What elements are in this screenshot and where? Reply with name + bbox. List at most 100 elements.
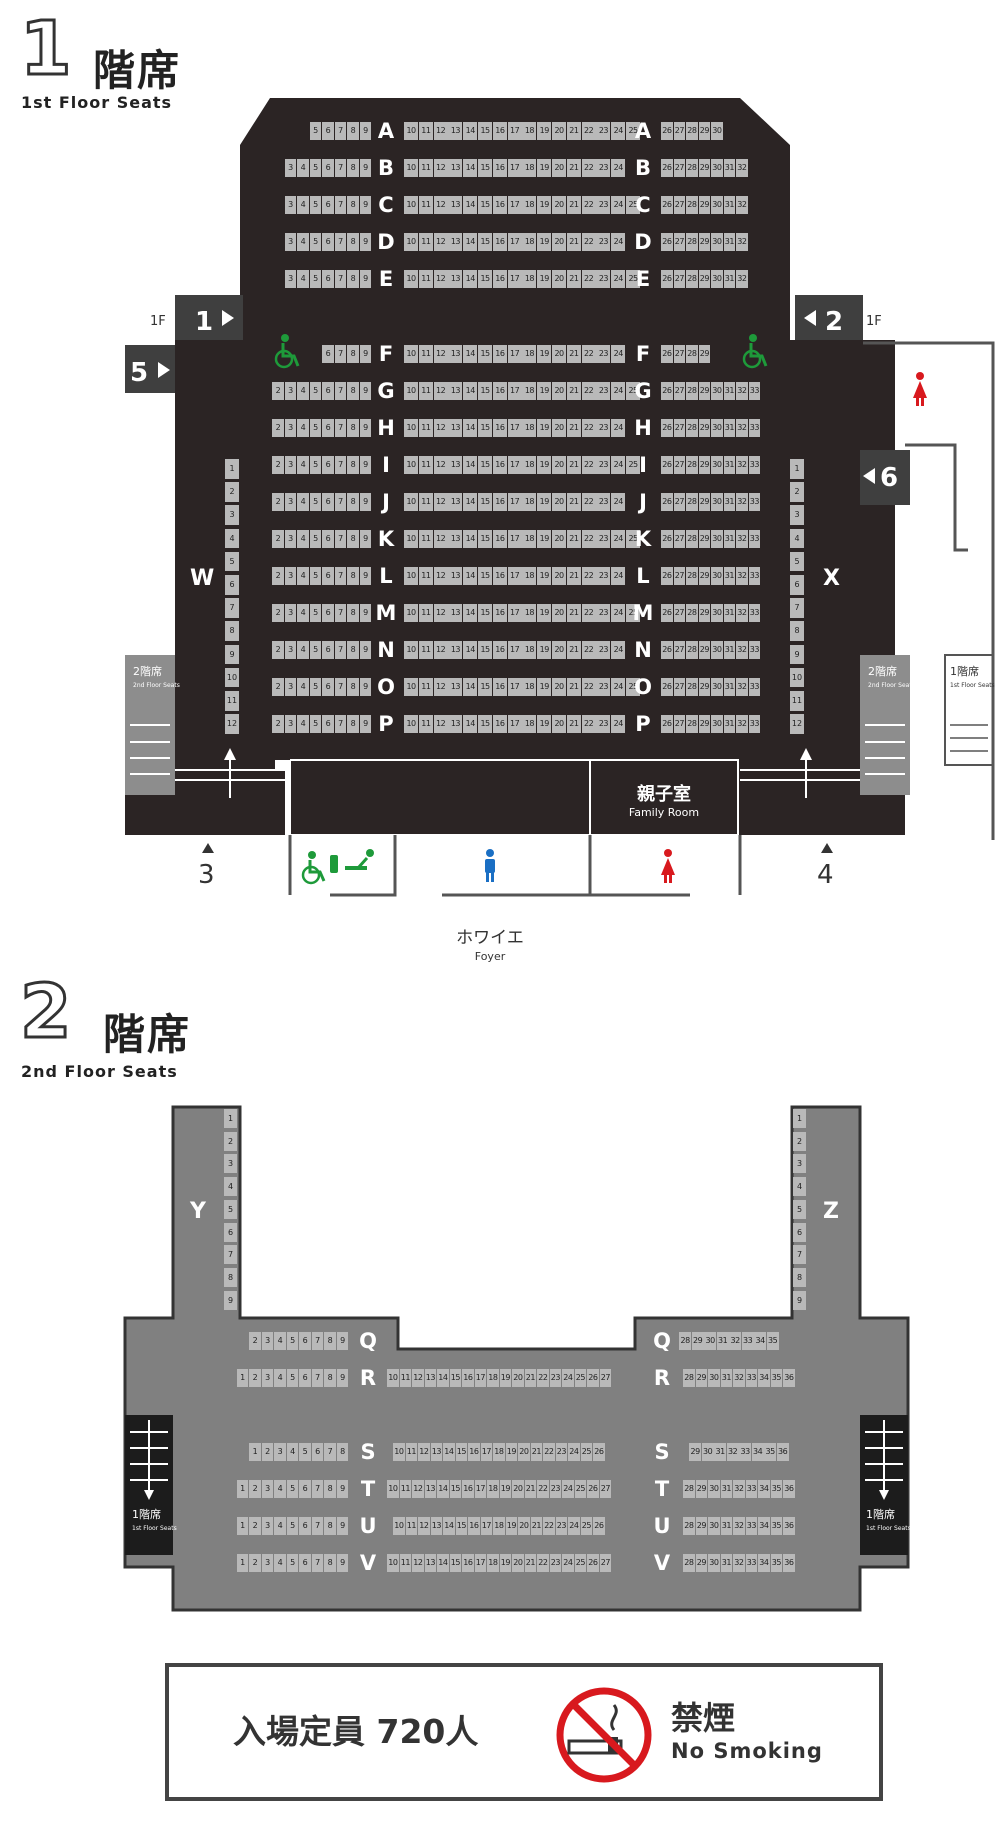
seat[interactable]: 26 (587, 1554, 599, 1572)
seat[interactable]: 27 (673, 122, 686, 140)
seat[interactable]: 6 (790, 575, 804, 595)
seat[interactable]: 25 (626, 678, 641, 696)
seat[interactable]: 3 (261, 1480, 274, 1498)
seat[interactable]: 10 (404, 196, 419, 214)
seat[interactable]: 32 (736, 382, 748, 400)
seat[interactable]: 9 (359, 159, 372, 177)
seat[interactable]: 12 (433, 493, 448, 511)
seat[interactable]: 32 (736, 641, 748, 659)
seat[interactable]: 14 (437, 1480, 449, 1498)
seat[interactable]: 11 (418, 233, 433, 251)
seat[interactable]: 23 (596, 678, 611, 696)
seat[interactable]: 14 (463, 493, 478, 511)
seat[interactable]: 33 (745, 1554, 758, 1572)
seat[interactable]: 22 (581, 678, 596, 696)
seat[interactable]: 26 (593, 1443, 605, 1461)
seat[interactable]: 12 (433, 382, 448, 400)
seat[interactable]: 29 (698, 270, 711, 288)
seat[interactable]: 2 (249, 1554, 261, 1572)
seat[interactable]: 16 (492, 233, 507, 251)
seat[interactable]: 6 (225, 575, 239, 595)
seat[interactable]: 7 (334, 715, 347, 733)
seat[interactable]: 26 (661, 196, 673, 214)
seat[interactable]: 4 (297, 456, 309, 474)
seat[interactable]: 2 (249, 1369, 261, 1387)
seat[interactable]: 5 (286, 1517, 299, 1535)
seat[interactable]: 22 (581, 233, 596, 251)
seat[interactable]: 19 (537, 456, 552, 474)
seat[interactable]: 9 (359, 456, 372, 474)
seat[interactable]: 3 (790, 505, 804, 525)
seat[interactable]: 27 (599, 1554, 612, 1572)
seat[interactable]: 27 (673, 270, 686, 288)
seat[interactable]: 4 (274, 1369, 286, 1387)
seat[interactable]: 7 (334, 382, 347, 400)
seat[interactable]: 7 (334, 567, 347, 585)
seat[interactable]: 21 (566, 233, 581, 251)
seat[interactable]: 23 (555, 1517, 568, 1535)
seat[interactable]: 23 (555, 1443, 568, 1461)
seat[interactable]: 23 (596, 270, 611, 288)
seat[interactable]: 24 (568, 1517, 580, 1535)
seat[interactable]: 34 (751, 1443, 764, 1461)
seat[interactable]: 30 (708, 1369, 720, 1387)
seat[interactable]: 11 (418, 419, 433, 437)
seat[interactable]: 16 (462, 1369, 474, 1387)
seat[interactable]: 5 (286, 1332, 299, 1350)
seat[interactable]: 31 (720, 1554, 733, 1572)
seat[interactable]: 22 (581, 604, 596, 622)
seat[interactable]: 25 (580, 1517, 593, 1535)
seat[interactable]: 6 (322, 456, 334, 474)
seat[interactable]: 23 (596, 641, 611, 659)
seat[interactable]: 7 (793, 1245, 806, 1265)
seat[interactable]: 18 (522, 382, 537, 400)
seat[interactable]: 15 (478, 641, 493, 659)
seat[interactable]: 5 (225, 551, 239, 572)
seat[interactable]: 3 (284, 382, 297, 400)
seat[interactable]: 29 (689, 1443, 702, 1461)
seat[interactable]: 33 (748, 641, 761, 659)
seat[interactable]: 14 (463, 567, 478, 585)
seat[interactable]: 31 (723, 493, 736, 511)
seat[interactable]: 30 (711, 641, 723, 659)
seat[interactable]: 5 (309, 641, 322, 659)
seat[interactable]: 32 (729, 1332, 742, 1350)
seat[interactable]: 31 (714, 1443, 727, 1461)
seat[interactable]: 3 (261, 1332, 274, 1350)
seat[interactable]: 18 (522, 456, 537, 474)
seat[interactable]: 17 (507, 122, 522, 140)
seat[interactable]: 10 (404, 122, 419, 140)
seat[interactable]: 27 (599, 1369, 612, 1387)
seat[interactable]: 16 (462, 1554, 474, 1572)
seat[interactable]: 32 (736, 678, 748, 696)
seat[interactable]: 29 (698, 159, 711, 177)
seat[interactable]: 17 (507, 567, 522, 585)
seat[interactable]: 18 (522, 122, 537, 140)
seat[interactable]: 7 (311, 1517, 324, 1535)
seat[interactable]: 29 (698, 678, 711, 696)
seat[interactable]: 21 (566, 419, 581, 437)
seat[interactable]: 16 (492, 159, 507, 177)
seat[interactable]: 19 (537, 122, 552, 140)
seat[interactable]: 20 (552, 641, 567, 659)
seat[interactable]: 17 (507, 270, 522, 288)
seat[interactable]: 13 (430, 1443, 443, 1461)
seat[interactable]: 19 (505, 1443, 518, 1461)
seat[interactable]: 30 (711, 678, 723, 696)
seat[interactable]: 18 (493, 1517, 505, 1535)
seat[interactable]: 2 (272, 604, 284, 622)
seat[interactable]: 21 (566, 122, 581, 140)
seat[interactable]: 26 (661, 641, 673, 659)
seat[interactable]: 5 (309, 604, 322, 622)
seat[interactable]: 34 (758, 1554, 770, 1572)
seat[interactable]: 18 (522, 159, 537, 177)
seat[interactable]: 11 (418, 641, 433, 659)
seat[interactable]: 26 (661, 493, 673, 511)
seat[interactable]: 24 (611, 567, 626, 585)
seat[interactable]: 30 (704, 1332, 717, 1350)
seat[interactable]: 17 (507, 159, 522, 177)
seat[interactable]: 29 (698, 382, 711, 400)
seat[interactable]: 35 (770, 1517, 783, 1535)
seat[interactable]: 19 (537, 345, 552, 363)
seat[interactable]: 23 (596, 530, 611, 548)
